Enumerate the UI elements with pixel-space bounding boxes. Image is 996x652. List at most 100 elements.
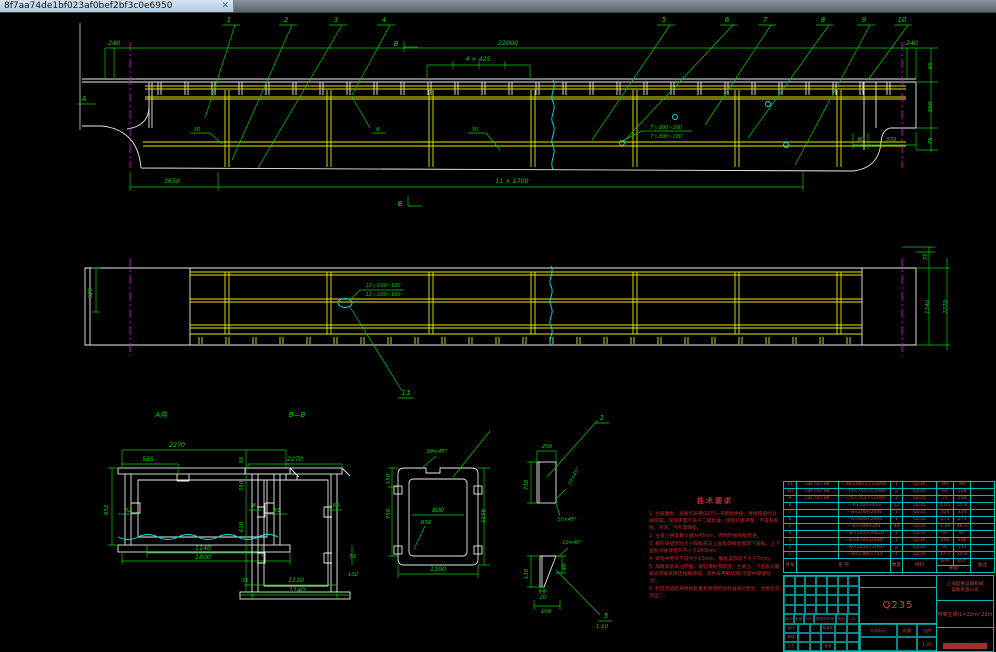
dimension-text: 240 <box>906 40 918 47</box>
signature-cell <box>798 642 810 651</box>
weld-leaders <box>190 96 692 151</box>
dimension-lines <box>77 41 938 207</box>
bom-cell <box>796 523 839 531</box>
bom-cell: 2 <box>890 544 903 552</box>
bom-cell <box>796 509 839 517</box>
signature-cell <box>810 624 821 633</box>
bom-cell: —6×104×650 <box>838 502 891 510</box>
centerline <box>129 258 903 356</box>
close-icon[interactable]: ✕ <box>221 1 229 11</box>
note-item: 3. 箱形梁组装时大小隔板先与上盖板焊接后再焊下盖板，上下盖板对接缝错开不小于2… <box>649 541 780 554</box>
signature-cell: 标准化 <box>821 624 835 633</box>
bom-cell: GB 707-88 <box>796 481 839 489</box>
dimension-text: B—B <box>289 411 306 419</box>
bom-cell: 273 <box>936 516 954 524</box>
dimension-text: 10×45° <box>562 540 582 546</box>
dimension-text: 22000 <box>498 40 518 47</box>
revision-cell <box>837 595 849 605</box>
dimension-text: 8 <box>821 16 826 24</box>
notes-list: 1. 主梁腹板、盖板均采用Q235—A钢板拼接，拼接焊缝为对接焊缝，焊缝质量不低… <box>649 512 781 600</box>
bom-cell <box>970 516 995 524</box>
bom-header-remark: 备注 <box>970 558 995 573</box>
signature-cell: 工艺 <box>784 642 798 651</box>
bom-cell: Q235 <box>902 481 937 489</box>
company-product-zone: 上海起重运输机械 设备有限公司 桥架主梁(L=22m) 22m <box>936 576 993 651</box>
bom-cell: 8 <box>783 502 797 510</box>
weld-all-around-symbols <box>619 101 789 148</box>
dimension-text: 350 <box>239 480 245 491</box>
break-line <box>551 79 555 171</box>
bom-header-row2: 重量 <box>784 565 995 573</box>
dimension-text: 240 <box>108 40 120 47</box>
bom-cell: 2 <box>890 495 903 503</box>
bom-cell: 128 <box>953 488 971 496</box>
signature-grid: 设计标准化审核工艺批准 <box>784 624 859 651</box>
product-name: 桥架主梁(L=22m) 22m <box>937 601 993 628</box>
bom-cell <box>970 488 995 496</box>
bom-cell: 4 <box>890 551 903 559</box>
dimension-text: 30 <box>194 127 201 133</box>
revision-cell <box>848 604 859 614</box>
plan-view <box>84 246 950 399</box>
revision-cell <box>848 595 859 605</box>
dimension-text: 832 <box>104 504 110 515</box>
dimension-text: 10×45° <box>557 517 577 523</box>
bom-cell: 17.7 <box>936 551 954 559</box>
bom-cell: —6×670×20500 <box>838 537 891 545</box>
bom-cell: Q235 <box>902 530 937 538</box>
dimension-text: 11 × 1700 <box>495 178 528 185</box>
note-item: 1. 主梁腹板、盖板均采用Q235—A钢板拼接，拼接焊缝为对接焊缝，焊缝质量不低… <box>649 512 779 532</box>
signature-cell <box>835 633 847 642</box>
bom-cell <box>970 509 995 517</box>
bom-cell <box>970 537 995 545</box>
revision-cell <box>784 585 795 595</box>
bom-cell <box>796 502 839 510</box>
dimension-text: 4 <box>382 16 386 24</box>
dimension-text: 102 <box>348 572 359 578</box>
bom-cell <box>970 502 995 510</box>
signature-header-cell: 签名 <box>836 614 847 624</box>
weld-detail-circle <box>337 298 353 308</box>
signature-cell <box>835 642 847 651</box>
dimension-text: 10×45° <box>567 466 582 486</box>
dimension-text: 100 <box>541 609 552 615</box>
bom-cell <box>970 530 995 538</box>
bom-header-total: 总计 <box>953 558 971 566</box>
revision-cell <box>826 576 838 586</box>
signature-cell <box>847 633 859 642</box>
dimension-text: 2270 <box>287 456 303 463</box>
bom-cell: 154 <box>953 495 971 503</box>
dimension-text: B <box>398 200 403 208</box>
bom-cell: 1.16 <box>936 523 954 531</box>
bom-cell: 70.8 <box>953 551 971 559</box>
document-tab[interactable]: 8f7aa74de1bf023af0bef2bf3c0e6950 ✕ <box>0 0 234 12</box>
signature-cell <box>810 633 821 642</box>
bom-cell: 194 <box>953 544 971 552</box>
section-a <box>108 449 300 565</box>
bom-header-name: 名 称 <box>796 558 891 573</box>
signature-cell <box>847 624 859 633</box>
revision-cell <box>816 576 827 586</box>
bom-cell: 4 <box>783 530 797 538</box>
dimension-text: 8 <box>252 503 256 509</box>
dimension-text: 1110 <box>288 577 304 584</box>
dimension-text: 1140 <box>289 587 305 594</box>
bom-cell: 346 <box>936 537 954 545</box>
dimension-text: 12 ▷100~100 <box>365 283 400 289</box>
signature-cell: 审核 <box>784 633 798 642</box>
bom-cell: GB 707-88 <box>796 488 839 496</box>
bom-cell <box>970 544 995 552</box>
dimension-text: 95 <box>239 456 245 463</box>
dimension-text: 81 <box>274 508 281 514</box>
scale-label: 比例 <box>917 624 937 637</box>
drawing-number-bar <box>943 643 987 649</box>
material-designation: Q235 <box>860 588 936 624</box>
dimension-text: 2 <box>284 16 289 24</box>
dimension-text: 2270 <box>169 442 185 449</box>
dimension-lines <box>92 246 950 399</box>
bom-cell: 10 <box>783 488 797 496</box>
bom-cell: 11 <box>783 481 797 489</box>
detail-piece-1 <box>527 420 609 517</box>
revision-cell <box>826 604 838 614</box>
